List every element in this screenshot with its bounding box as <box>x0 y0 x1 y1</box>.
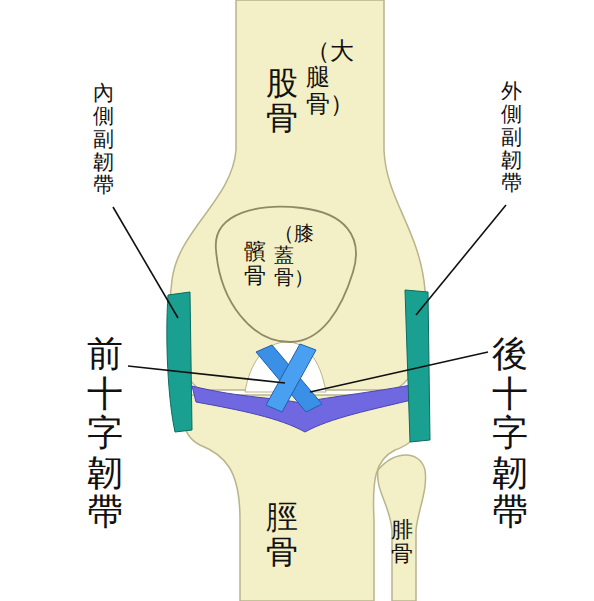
part-label: 腓骨 <box>391 518 413 566</box>
part-label: 脛骨 <box>266 500 298 570</box>
part-label: （大腿骨） <box>306 38 330 117</box>
femur <box>170 0 426 390</box>
leader-line <box>310 352 488 392</box>
part-label: 前十字韌帶 <box>87 334 123 532</box>
collateral-ligament <box>167 292 192 432</box>
part-label: （膝蓋骨） <box>274 222 294 288</box>
patella <box>216 207 356 342</box>
cruciate-ligament <box>256 345 322 412</box>
part-label: 內側副韌帶 <box>93 82 114 197</box>
part-label: 後十字韌帶 <box>492 334 528 532</box>
part-label: 外側副韌帶 <box>501 80 522 195</box>
fibula <box>378 455 426 601</box>
part-label: 髕骨 <box>244 240 266 288</box>
cruciate-ligament <box>266 344 316 412</box>
leader-line <box>113 207 178 318</box>
leader-line <box>128 366 285 383</box>
leader-line <box>416 205 506 315</box>
part-label: 股骨 <box>266 66 298 136</box>
